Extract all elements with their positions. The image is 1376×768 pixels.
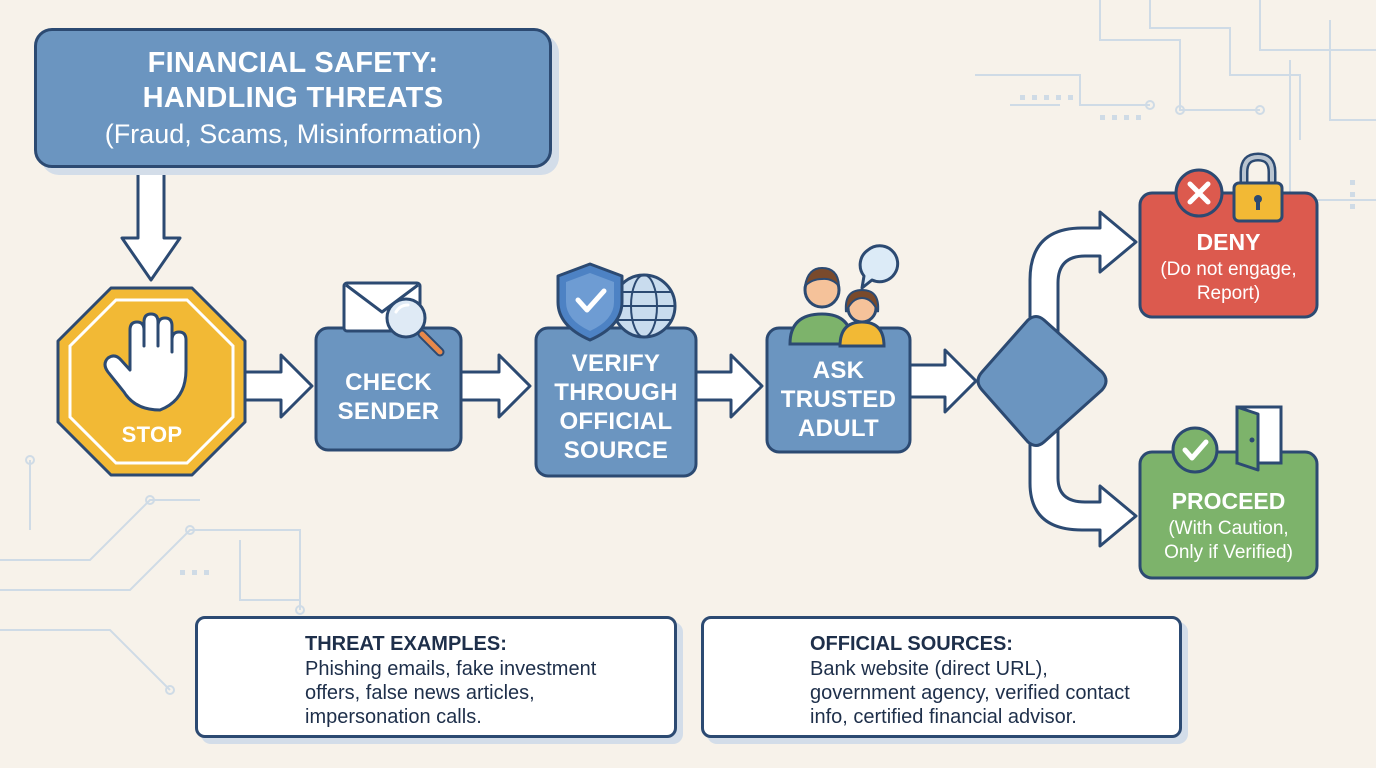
proceed-description-line: Only if Verified) <box>1164 542 1293 563</box>
ask-adult-label: ASK TRUSTED ADULT <box>767 356 910 443</box>
stop-hand-icon <box>103 312 188 412</box>
verify-line: SOURCE <box>563 437 669 464</box>
x-mark-icon <box>1174 168 1224 218</box>
threat-examples-line: impersonation calls. <box>305 706 482 728</box>
threat-examples-text: Phishing emails, fake investment offers,… <box>305 657 596 729</box>
official-sources-line: Bank website (direct URL), <box>810 658 1048 680</box>
question-bubble-icon <box>858 244 900 290</box>
title-line-1: FINANCIAL SAFETY: <box>147 46 439 79</box>
ask-adult-line: ADULT <box>797 415 880 442</box>
threat-examples-title: THREAT EXAMPLES: <box>305 633 507 655</box>
title-box: FINANCIAL SAFETY: HANDLING THREATS (Frau… <box>34 28 552 168</box>
verify-line: VERIFY <box>571 350 661 377</box>
ask-adult-line: TRUSTED <box>780 386 897 413</box>
proceed-description-line: (With Caution, <box>1168 518 1289 539</box>
stop-label: STOP <box>121 422 183 447</box>
threat-examples-line: offers, false news articles, <box>305 682 535 704</box>
shield-check-icon <box>556 262 624 342</box>
magnifier-icon <box>385 297 445 357</box>
verify-line: THROUGH <box>554 379 678 406</box>
title-subtitle: (Fraud, Scams, Misinformation) <box>104 118 482 149</box>
arrow-verify-to-ask <box>694 353 764 419</box>
official-sources-text: Bank website (direct URL), government ag… <box>810 657 1130 729</box>
dot-decoration <box>180 95 1355 575</box>
threat-examples-line: Phishing emails, fake investment <box>305 658 597 680</box>
check-sender-label: CHECK SENDER <box>316 368 461 426</box>
people-icon <box>788 266 886 348</box>
deny-description: (Do not engage, Report) <box>1140 258 1317 306</box>
padlock-icon <box>1232 152 1284 223</box>
proceed-title: PROCEED <box>1171 488 1286 514</box>
deny-box <box>1138 191 1319 319</box>
arrow-title-to-stop <box>120 166 182 282</box>
ask-adult-line: ASK <box>812 357 865 384</box>
arrow-check-to-verify <box>459 353 532 419</box>
arrow-ask-to-decision <box>908 348 978 414</box>
threat-examples-box: THREAT EXAMPLES: Phishing emails, fake i… <box>195 616 677 738</box>
door-icon <box>1235 405 1283 472</box>
title-line-2: HANDLING THREATS <box>142 81 444 114</box>
check-sender-line: CHECK <box>345 369 432 396</box>
deny-description-line: Report) <box>1196 283 1261 304</box>
arrow-decision-to-proceed <box>1028 426 1138 548</box>
verify-label: VERIFY THROUGH OFFICIAL SOURCE <box>536 349 696 465</box>
proceed-description: (With Caution, Only if Verified) <box>1140 517 1317 565</box>
official-sources-title: OFFICIAL SOURCES: <box>810 633 1013 655</box>
deny-description-line: (Do not engage, <box>1160 259 1297 280</box>
checkmark-icon <box>1171 426 1219 474</box>
check-sender-line: SENDER <box>337 398 440 425</box>
proceed-box <box>1138 450 1319 580</box>
globe-icon <box>611 273 677 339</box>
arrow-stop-to-check <box>243 353 314 419</box>
decision-diamond <box>976 315 1108 447</box>
official-sources-line: info, certified financial advisor. <box>810 706 1077 728</box>
verify-box <box>534 326 698 478</box>
official-sources-box: OFFICIAL SOURCES: Bank website (direct U… <box>701 616 1182 738</box>
arrow-decision-to-deny <box>1028 210 1138 337</box>
verify-line: OFFICIAL <box>559 408 673 435</box>
deny-title: DENY <box>1196 229 1261 255</box>
official-sources-line: government agency, verified contact <box>810 682 1130 704</box>
